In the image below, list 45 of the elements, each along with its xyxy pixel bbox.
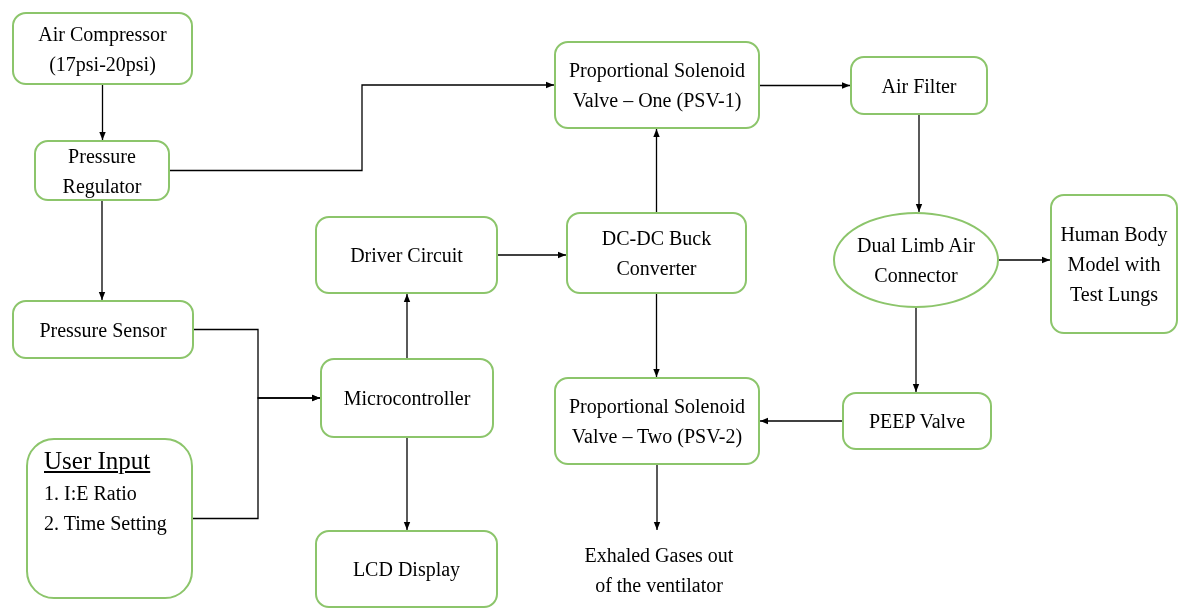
process-box [850,56,988,115]
arrow [192,394,321,520]
arrow [653,293,660,378]
process-box [34,140,170,201]
process-box [320,358,494,438]
node-text: Pressure Sensor [39,317,167,343]
node-text: Proportional Solenoid Valve – Two (PSV-2) [567,394,747,450]
arrow [759,417,843,425]
arrow [653,128,660,213]
list-item: 2. Time Setting [44,511,168,537]
arrow [403,293,411,359]
arrow [915,114,923,213]
node-text: Microcontroller [343,386,471,411]
arrow [497,251,567,259]
list-item: 1. I:E Ratio [44,481,138,506]
node-text: Proportional Solenoid Valve – One (PSV-1) [567,58,747,114]
node-text: LCD Display [352,557,461,583]
node-text: PEEP Valve [868,409,966,434]
process-box [554,41,760,129]
process-box [12,12,193,85]
process-box [315,216,498,294]
process-box [566,212,747,294]
arrow [912,307,920,393]
input-box [26,438,193,599]
process-box [842,392,992,450]
arrow [403,437,411,531]
process-box [315,530,498,608]
node-text: Air Compressor (17psi-20psi) [37,21,168,78]
arrow [99,84,106,141]
node-text: Exhaled Gases out of the ventilator [583,543,735,598]
box-heading: User Input [44,446,151,476]
node-text: Pressure Regulator [61,143,143,200]
node-text: Air Filter [881,73,957,99]
arrow [169,81,555,172]
arrow [998,256,1051,264]
node-text: Human Body Model with Test Lungs [1060,222,1168,308]
process-box [1050,194,1178,334]
node-text: DC-DC Buck Converter [600,226,713,281]
arrow [98,200,106,301]
process-box [12,300,194,359]
arrow [653,464,661,531]
arrow [759,82,851,89]
node-text: Driver Circuit [350,243,463,268]
node-text: Dual Limb Air Connector [856,233,976,288]
process-box [554,377,760,465]
